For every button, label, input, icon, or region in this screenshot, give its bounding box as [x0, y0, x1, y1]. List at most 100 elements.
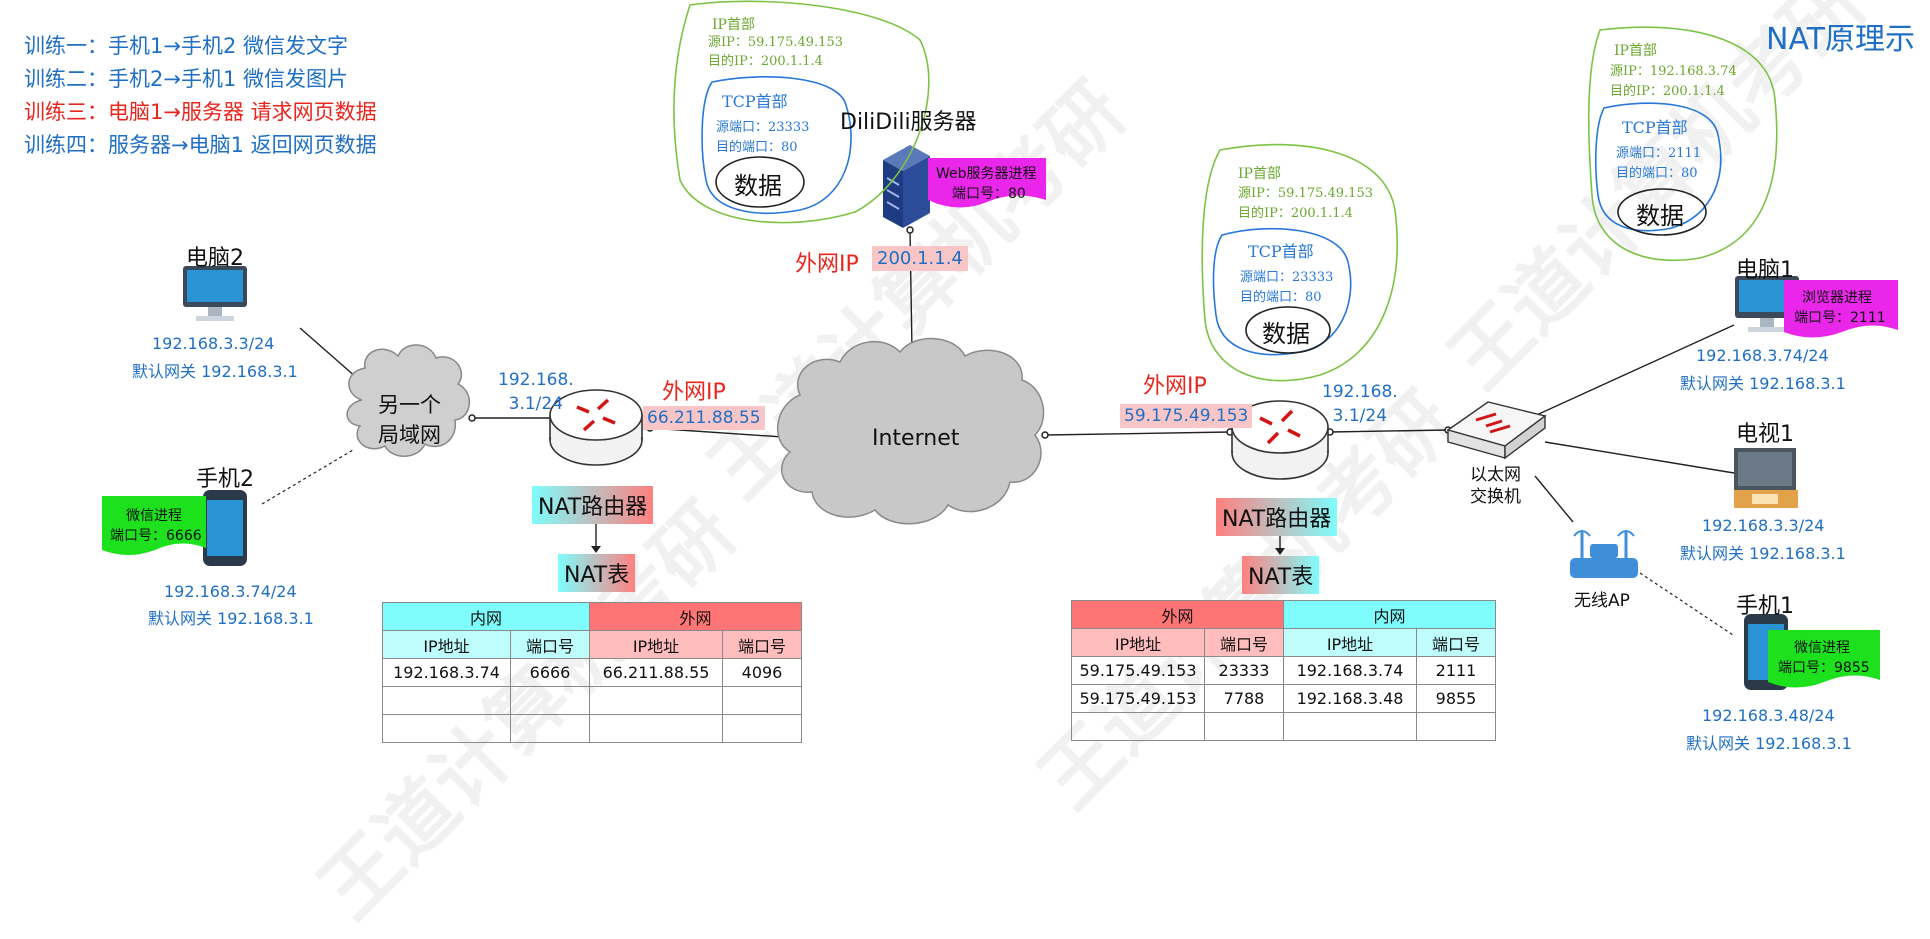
- process-name: 微信进程: [126, 508, 182, 524]
- ap-label: 无线AP: [1574, 591, 1630, 611]
- server-wan-ip: 200.1.1.4: [872, 246, 968, 271]
- port-number: 端口号：9855: [1778, 660, 1870, 676]
- table-row: [382, 714, 802, 743]
- process-tag-shape: [928, 158, 1046, 208]
- left-router-name: NAT路由器: [532, 486, 654, 524]
- phone1-name: 手机1: [1736, 594, 1794, 619]
- table-group-header: 外网: [1071, 600, 1284, 629]
- table-col-header: IP地址: [1283, 628, 1417, 657]
- packet-tcp-header: TCP首部: [722, 92, 788, 111]
- server-icon: [883, 145, 930, 228]
- table-col-header: 端口号: [510, 630, 590, 659]
- pc2-gateway: 默认网关 192.168.3.1: [132, 362, 298, 381]
- process-tag-shape: [102, 496, 206, 555]
- table-row: 59.175.49.153 23333 192.168.3.74 2111: [1071, 656, 1496, 685]
- packet-src-port: 源端口：23333: [1240, 270, 1334, 285]
- pc1-name: 电脑1: [1736, 258, 1794, 283]
- table-row: 59.175.49.153 7788 192.168.3.48 9855: [1071, 684, 1496, 713]
- wireless-ap-icon: [1570, 530, 1638, 578]
- pc2-monitor-icon: [183, 266, 247, 321]
- table-col-header: IP地址: [589, 630, 723, 659]
- packet-dst-ip: 目的IP：200.1.1.4: [1238, 206, 1353, 221]
- packet-tcp-header: TCP首部: [1622, 118, 1688, 137]
- port-number: 端口号：6666: [110, 528, 202, 544]
- pc2-ip: 192.168.3.3/24: [152, 334, 275, 353]
- phone1-process-tag: 微信进程 端口号：9855: [1770, 634, 1878, 682]
- phone2-name: 手机2: [196, 467, 254, 492]
- port-number: 端口号：80: [952, 186, 1026, 202]
- left-router-lan-ip: 192.168. 3.1/24: [498, 370, 574, 414]
- table-row: [1071, 712, 1496, 741]
- pc1-gateway: 默认网关 192.168.3.1: [1680, 374, 1846, 393]
- left-router-wan-ip: 66.211.88.55: [643, 406, 765, 430]
- switch-label: 以太网 交换机: [1470, 465, 1521, 507]
- packet-src-port: 源端口：23333: [716, 120, 810, 135]
- table-row: 192.168.3.74 6666 66.211.88.55 4096: [382, 658, 802, 687]
- table-cell: [1283, 712, 1417, 741]
- table-cell: 4096: [722, 658, 802, 687]
- table-cell: 2111: [1416, 656, 1496, 685]
- table-cell: [1204, 712, 1284, 741]
- packet-src-ip: 源IP：59.175.49.153: [1238, 186, 1373, 201]
- right-router-wan-ip-label: 外网IP: [1143, 374, 1207, 399]
- table-cell: [1416, 712, 1496, 741]
- packet-data: 数据: [734, 172, 782, 200]
- process-name: Web服务器进程: [936, 166, 1037, 182]
- table-cell: 9855: [1416, 684, 1496, 713]
- right-router-name: NAT路由器: [1216, 498, 1338, 536]
- training-item: 训练一：手机1→手机2 微信发文字: [24, 34, 348, 58]
- table-cell: [382, 714, 511, 743]
- table-cell: [382, 686, 511, 715]
- table-col-header: IP地址: [1071, 628, 1205, 657]
- table-cell: 66.211.88.55: [589, 658, 723, 687]
- right-router-lan-ip: 192.168. 3.1/24: [1322, 382, 1398, 426]
- phone2-process-tag: 微信进程 端口号：6666: [102, 502, 210, 550]
- page-title: NAT原理示: [1766, 22, 1915, 57]
- table-col-header: 端口号: [722, 630, 802, 659]
- table-col-header: 端口号: [1204, 628, 1284, 657]
- training-item: 训练二：手机2→手机1 微信发图片: [24, 67, 348, 91]
- left-router-wan-ip-label: 外网IP: [662, 380, 726, 405]
- packet-dst-ip: 目的IP：200.1.1.4: [1610, 84, 1725, 99]
- table-col-header: IP地址: [382, 630, 511, 659]
- packet-ip-header: IP首部: [1238, 166, 1281, 182]
- table-cell: 59.175.49.153: [1071, 656, 1205, 685]
- table-group-header: 内网: [1283, 600, 1496, 629]
- packet-dst-port: 目的端口：80: [716, 140, 798, 155]
- right-nat-table: 外网 内网 IP地址 端口号 IP地址 端口号 59.175.49.153 23…: [1071, 600, 1496, 741]
- packet-dst-ip: 目的IP：200.1.1.4: [708, 54, 823, 69]
- packet-ip-header: IP首部: [712, 17, 755, 33]
- right-nat-table-label: NAT表: [1242, 556, 1320, 594]
- tv1-name: 电视1: [1736, 422, 1794, 447]
- phone2-gateway: 默认网关 192.168.3.1: [148, 609, 314, 628]
- ethernet-switch-icon: [1446, 401, 1547, 460]
- process-tag-shape: [1784, 280, 1898, 338]
- table-cell: 7788: [1204, 684, 1284, 713]
- lan-cloud-shape: [346, 344, 470, 457]
- packet-src-ip: 源IP：192.168.3.74: [1610, 64, 1737, 79]
- packet-data: 数据: [1262, 320, 1310, 348]
- table-cell: [722, 686, 802, 715]
- table-group-header: 外网: [589, 602, 802, 631]
- internet-cloud-shape: [776, 337, 1045, 525]
- process-name: 浏览器进程: [1802, 290, 1872, 306]
- phone2-icon: [203, 490, 247, 566]
- table-cell: 192.168.3.48: [1283, 684, 1417, 713]
- packet-dst-port: 目的端口：80: [1616, 166, 1698, 181]
- packet-tcp-header: TCP首部: [1248, 242, 1314, 261]
- left-nat-table-label: NAT表: [558, 554, 636, 592]
- packet-src-ip: 源IP：59.175.49.153: [708, 35, 843, 50]
- server-process-tag: Web服务器进程 端口号：80: [928, 160, 1045, 208]
- phone1-ip: 192.168.3.48/24: [1702, 706, 1835, 725]
- pc2-name: 电脑2: [186, 246, 244, 271]
- network-diagram: [102, 0, 1898, 690]
- packet-data: 数据: [1636, 202, 1684, 230]
- process-tag-shape: [1768, 630, 1880, 688]
- tv-icon: [1734, 448, 1798, 508]
- tv1-gateway: 默认网关 192.168.3.1: [1680, 544, 1846, 563]
- port-number: 端口号：2111: [1794, 310, 1886, 326]
- phone1-gateway: 默认网关 192.168.3.1: [1686, 734, 1852, 753]
- table-group-header: 内网: [382, 602, 590, 631]
- table-cell: 23333: [1204, 656, 1284, 685]
- right-router-wan-ip: 59.175.49.153: [1120, 404, 1253, 428]
